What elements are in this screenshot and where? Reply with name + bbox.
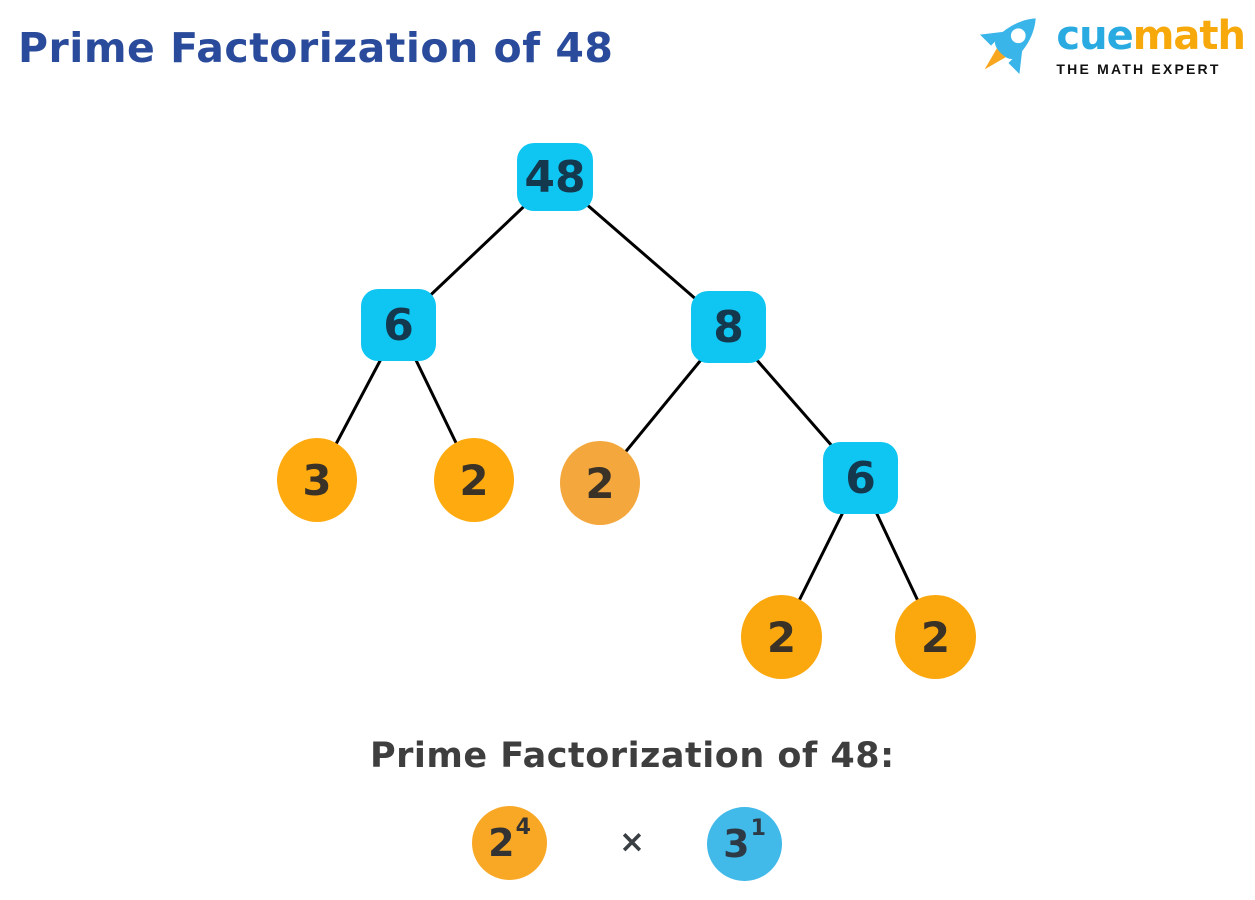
factor-exponent: 1 [750, 816, 766, 841]
tree-node-2-b: 2 [560, 441, 640, 525]
logo-text: cuemath THE MATH EXPERT [1056, 4, 1246, 77]
brand-tagline: THE MATH EXPERT [1056, 61, 1221, 77]
factor-base: 2 [488, 821, 515, 865]
page-title: Prime Factorization of 48 [18, 24, 614, 72]
tree-node-6-right: 6 [823, 442, 898, 514]
brand-math: math [1132, 13, 1246, 59]
tree-node-48: 48 [517, 143, 593, 211]
rocket-icon [980, 18, 1037, 74]
factor-base: 3 [723, 822, 750, 866]
tree-node-2-a: 2 [434, 438, 514, 522]
factor-exponent: 4 [515, 815, 531, 840]
tree-node-3: 3 [277, 438, 357, 522]
tree-node-2-c: 2 [741, 595, 822, 679]
cuemath-logo: cuemath THE MATH EXPERT [968, 4, 1246, 86]
tree-node-2-d: 2 [895, 595, 976, 679]
multiply-icon: × [619, 824, 645, 860]
result-caption: Prime Factorization of 48: [370, 736, 895, 776]
tree-node-6-left: 6 [361, 289, 436, 361]
brand-wordmark: cuemath [1056, 13, 1246, 59]
tree-node-8: 8 [691, 291, 766, 363]
brand-cue: cue [1056, 13, 1133, 59]
